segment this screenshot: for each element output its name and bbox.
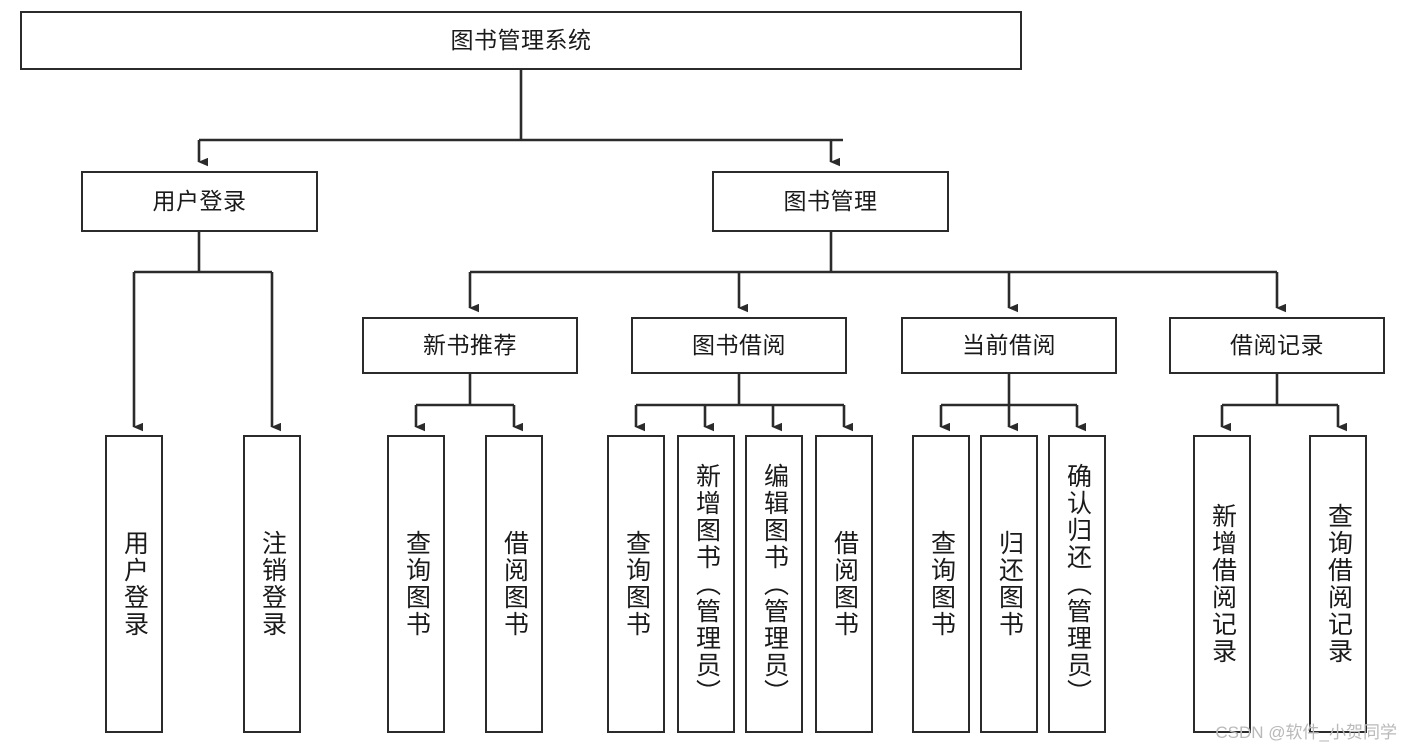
node-leaf-add-book-label: 新增图书（管理员） xyxy=(692,462,721,706)
node-leaf-query-book-3-label: 查询图书 xyxy=(927,530,956,638)
node-leaf-borrow-book-1[interactable]: 借阅图书 xyxy=(485,435,543,733)
node-root-label: 图书管理系统 xyxy=(450,26,592,53)
node-leaf-query-book-3[interactable]: 查询图书 xyxy=(912,435,970,733)
node-book-management-label: 图书管理 xyxy=(783,187,878,214)
node-user-login-label: 用户登录 xyxy=(152,187,247,214)
node-leaf-user-login-label: 用户登录 xyxy=(120,530,149,638)
node-user-login[interactable]: 用户登录 xyxy=(81,171,318,232)
node-current-borrow-label: 当前借阅 xyxy=(962,331,1056,358)
node-borrow-record-label: 借阅记录 xyxy=(1230,331,1324,358)
node-leaf-confirm-return[interactable]: 确认归还（管理员） xyxy=(1048,435,1106,733)
node-root-book-management-system[interactable]: 图书管理系统 xyxy=(20,11,1022,70)
node-leaf-query-book-1[interactable]: 查询图书 xyxy=(387,435,445,733)
node-book-borrow-label: 图书借阅 xyxy=(692,331,786,358)
node-new-book-recommend-label: 新书推荐 xyxy=(423,331,517,358)
node-leaf-query-book-1-label: 查询图书 xyxy=(402,530,431,638)
node-book-borrow[interactable]: 图书借阅 xyxy=(631,317,847,374)
node-leaf-query-record-label: 查询借阅记录 xyxy=(1324,503,1353,665)
node-leaf-borrow-book-1-label: 借阅图书 xyxy=(500,530,529,638)
node-borrow-record[interactable]: 借阅记录 xyxy=(1169,317,1385,374)
node-leaf-query-record[interactable]: 查询借阅记录 xyxy=(1309,435,1367,733)
node-leaf-return-book[interactable]: 归还图书 xyxy=(980,435,1038,733)
node-leaf-add-record-label: 新增借阅记录 xyxy=(1208,503,1237,665)
node-leaf-edit-book[interactable]: 编辑图书（管理员） xyxy=(745,435,803,733)
node-leaf-query-book-2[interactable]: 查询图书 xyxy=(607,435,665,733)
csdn-watermark: CSDN @软件_小贺同学 xyxy=(1215,723,1397,742)
node-book-management[interactable]: 图书管理 xyxy=(712,171,949,232)
node-leaf-confirm-return-label: 确认归还（管理员） xyxy=(1063,462,1092,706)
node-leaf-add-book[interactable]: 新增图书（管理员） xyxy=(677,435,735,733)
node-leaf-borrow-book-2[interactable]: 借阅图书 xyxy=(815,435,873,733)
node-current-borrow[interactable]: 当前借阅 xyxy=(901,317,1117,374)
node-leaf-edit-book-label: 编辑图书（管理员） xyxy=(760,462,789,706)
node-leaf-return-book-label: 归还图书 xyxy=(995,530,1024,638)
node-leaf-query-book-2-label: 查询图书 xyxy=(622,530,651,638)
node-leaf-add-record[interactable]: 新增借阅记录 xyxy=(1193,435,1251,733)
node-leaf-logout-login-label: 注销登录 xyxy=(258,530,287,638)
node-leaf-user-login[interactable]: 用户登录 xyxy=(105,435,163,733)
node-leaf-logout-login[interactable]: 注销登录 xyxy=(243,435,301,733)
node-leaf-borrow-book-2-label: 借阅图书 xyxy=(830,530,859,638)
node-new-book-recommend[interactable]: 新书推荐 xyxy=(362,317,578,374)
